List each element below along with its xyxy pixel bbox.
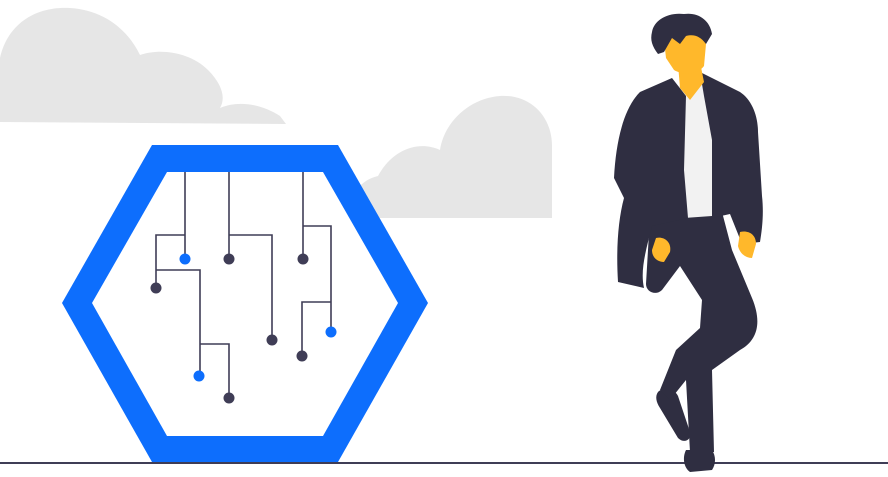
circuit-lines — [155, 172, 332, 398]
circuit-node — [223, 253, 235, 265]
jacket-right — [700, 72, 763, 244]
circuit-node — [266, 334, 278, 346]
hexagon-inner — [92, 172, 398, 436]
circuit-node — [296, 350, 308, 362]
circuit-nodes — [150, 253, 337, 404]
hand-right — [738, 231, 756, 258]
circuit-node-accent — [325, 326, 337, 338]
circuit-node-accent — [193, 370, 205, 382]
circuit-node-accent — [179, 253, 191, 265]
cloud-right-icon — [349, 95, 552, 218]
shoe-left — [656, 388, 691, 441]
hair — [651, 13, 712, 55]
circuit-node — [297, 253, 309, 265]
circuit-node — [223, 392, 235, 404]
circuit-node — [150, 282, 162, 294]
circuit-hexagon-icon — [62, 145, 428, 462]
cloud-icon — [0, 7, 552, 218]
trousers — [646, 212, 758, 452]
shoe-right — [683, 450, 715, 472]
standing-person-icon — [614, 13, 763, 472]
hand-left — [652, 237, 671, 262]
jacket — [614, 78, 688, 288]
cloud-left-icon — [0, 7, 286, 124]
